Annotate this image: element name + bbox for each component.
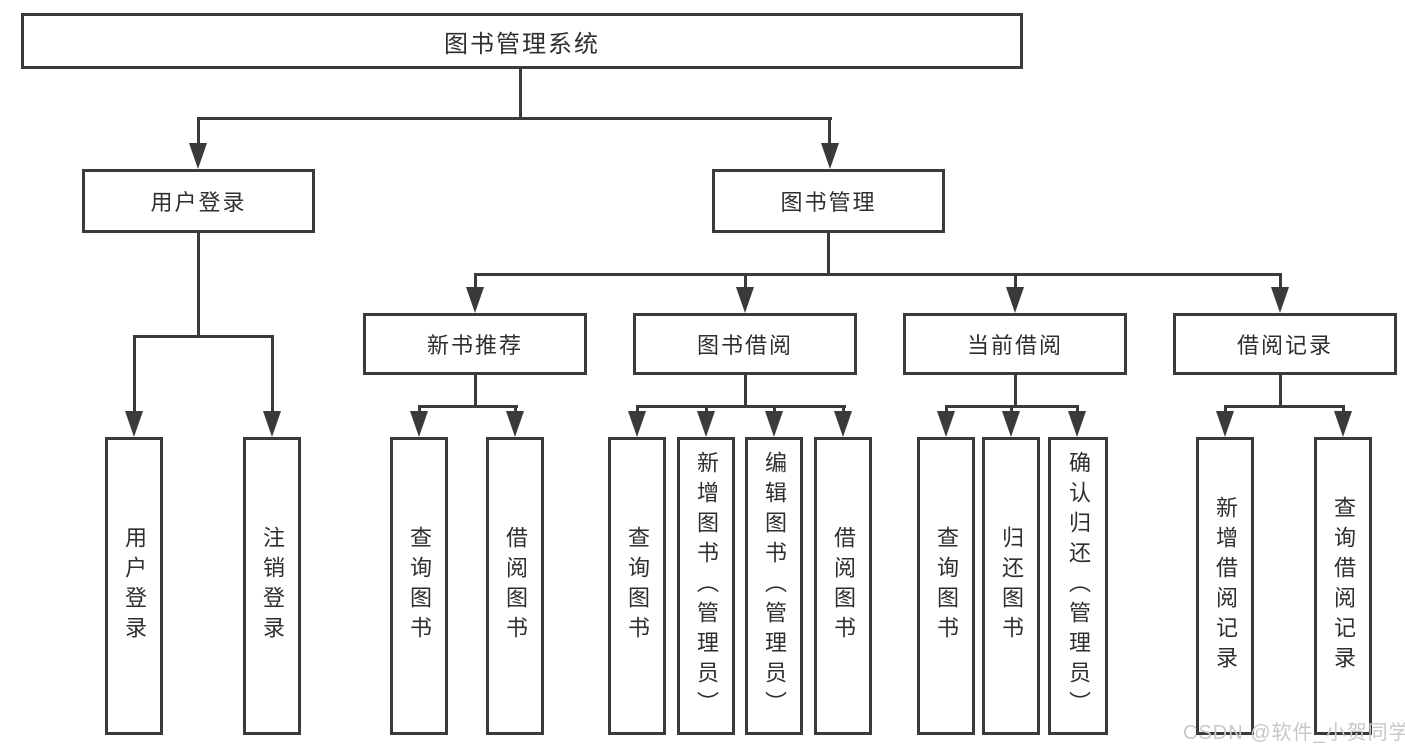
node-user-login: 用户登录 [82,169,315,233]
leaf-add-book-admin: 新增图书（管理员） [677,437,735,735]
connector-mgmt-stem [827,233,830,275]
connector-borrow-leaf3-drop [773,405,776,415]
connector-current-leaf3-drop [1076,405,1079,415]
arrowhead-book-mgmt [821,143,839,169]
arrowhead-book-borrowing [736,287,754,313]
connector-user-leaf2-drop [271,335,274,415]
node-book-management: 图书管理 [712,169,945,233]
connector-borrow-leaf2-drop [705,405,708,415]
leaf-add-borrow-record: 新增借阅记录 [1196,437,1254,735]
arrowhead-leaf-logout [263,411,281,437]
arrowhead-leaf-borrow-books-2 [834,411,852,437]
leaf-query-borrow-record: 查询借阅记录 [1314,437,1372,735]
connector-book-mgmt-drop [828,117,831,148]
arrowhead-leaf-edit-book [765,411,783,437]
connector-borrow-leaf4-drop [842,405,845,415]
connector-borrow-stem [744,375,747,407]
connector-borrow-horizontal [636,405,846,408]
connector-user-login-drop [197,117,200,148]
arrowhead-user-login [189,143,207,169]
arrowhead-leaf-query-books-1 [410,411,428,437]
leaf-confirm-return-admin: 确认归还（管理员） [1048,437,1108,735]
connector-recommend-stem [474,375,477,407]
leaf-query-books-borrow: 查询图书 [608,437,666,735]
node-current-borrowing: 当前借阅 [903,313,1127,375]
leaf-query-books-recommend: 查询图书 [390,437,448,735]
arrowhead-leaf-query-record [1334,411,1352,437]
arrowhead-leaf-confirm-return [1068,411,1086,437]
connector-user-horizontal [133,335,274,338]
connector-current-leaf1-drop [945,405,948,415]
arrowhead-leaf-add-record [1216,411,1234,437]
arrowhead-current-borrowing [1006,287,1024,313]
leaf-edit-book-admin: 编辑图书（管理员） [745,437,803,735]
connector-recommend-horizontal [418,405,518,408]
connector-borrow-leaf1-drop [636,405,639,415]
node-borrowing-records: 借阅记录 [1173,313,1397,375]
connector-borrow-drop [744,273,747,291]
connector-recommend-leaf2-drop [514,405,517,415]
connector-user-stem [197,233,200,337]
leaf-borrow-books-recommend: 借阅图书 [486,437,544,735]
connector-records-drop [1279,273,1282,291]
leaf-user-login: 用户登录 [105,437,163,735]
connector-records-horizontal [1224,405,1345,408]
connector-recommend-leaf1-drop [418,405,421,415]
connector-user-leaf1-drop [133,335,136,415]
leaf-logout: 注销登录 [243,437,301,735]
node-new-book-recommendation: 新书推荐 [363,313,587,375]
arrowhead-new-book-recommendation [466,287,484,313]
connector-records-stem [1279,375,1282,407]
arrowhead-leaf-user-login [125,411,143,437]
arrowhead-leaf-query-books-2 [628,411,646,437]
leaf-query-books-current: 查询图书 [917,437,975,735]
connector-records-leaf1-drop [1224,405,1227,415]
leaf-return-book: 归还图书 [982,437,1040,735]
arrowhead-leaf-query-books-3 [937,411,955,437]
connector-current-leaf2-drop [1010,405,1013,415]
connector-current-stem [1014,375,1017,407]
connector-records-leaf2-drop [1342,405,1345,415]
connector-current-drop [1014,273,1017,291]
leaf-borrow-books: 借阅图书 [814,437,872,735]
connector-recommend-drop [474,273,477,291]
arrowhead-leaf-borrow-books-1 [506,411,524,437]
connector-l1-horizontal [197,117,832,120]
connector-l3-horizontal [474,273,1282,276]
arrowhead-borrowing-records [1271,287,1289,313]
connector-root-stem [519,68,522,117]
csdn-watermark: CSDN @软件_小贺同学 [1183,722,1405,744]
arrowhead-leaf-add-book [697,411,715,437]
node-book-borrowing: 图书借阅 [633,313,857,375]
arrowhead-leaf-return-book [1002,411,1020,437]
node-root-system: 图书管理系统 [21,13,1023,69]
